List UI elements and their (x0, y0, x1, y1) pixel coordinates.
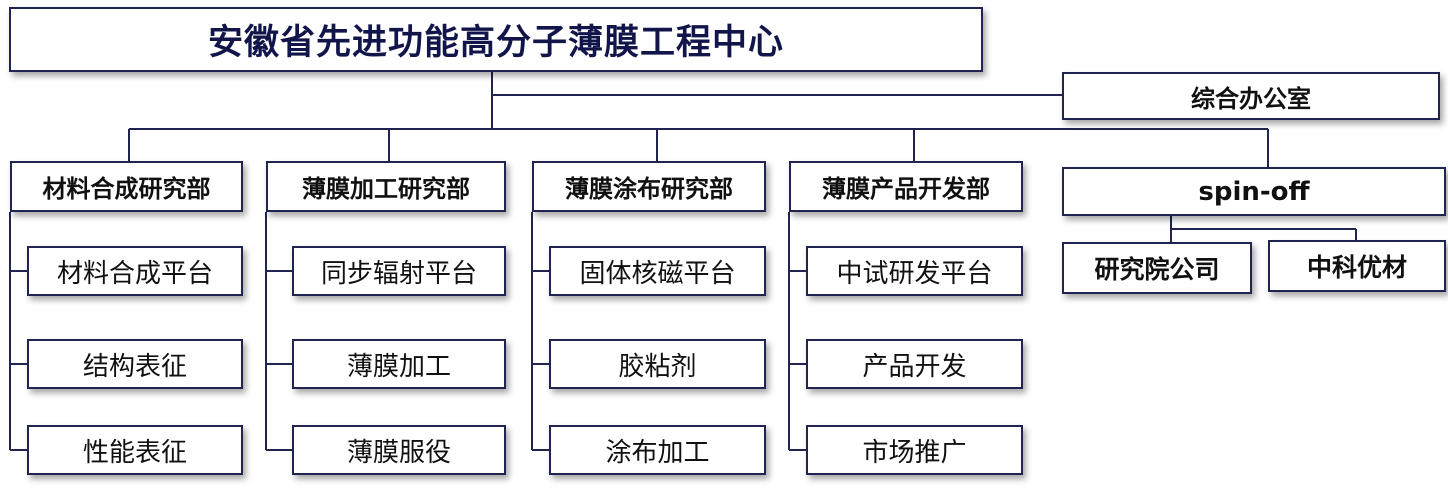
dept-item: 胶粘剂 (549, 339, 766, 389)
center-title: 安徽省先进功能高分子薄膜工程中心 (207, 23, 784, 63)
center-title-box: 安徽省先进功能高分子薄膜工程中心 (9, 7, 983, 72)
dept-head-label: 薄膜产品开发部 (822, 175, 990, 203)
company-box: 中科优材 (1268, 240, 1446, 292)
dept-item: 结构表征 (27, 339, 243, 389)
dept-head-product-development: 薄膜产品开发部 (789, 161, 1023, 212)
dept-head-label: 材料合成研究部 (42, 175, 211, 203)
dept-head-materials-synthesis: 材料合成研究部 (10, 161, 243, 212)
dept-item: 材料合成平台 (27, 246, 243, 296)
dept-item-label: 同步辐射平台 (320, 258, 477, 289)
dept-head-film-coating: 薄膜涂布研究部 (532, 161, 766, 212)
dept-head-label: 薄膜加工研究部 (302, 175, 470, 203)
company-label: 研究院公司 (1094, 255, 1220, 284)
dept-item-label: 薄膜服役 (346, 437, 451, 468)
office-box: 综合办公室 (1062, 72, 1440, 120)
dept-item-label: 胶粘剂 (618, 351, 697, 382)
dept-item-label: 产品开发 (862, 351, 967, 382)
dept-item: 固体核磁平台 (549, 246, 766, 296)
company-label: 中科优材 (1306, 253, 1407, 282)
dept-item: 性能表征 (27, 425, 243, 475)
company-box: 研究院公司 (1062, 242, 1252, 294)
dept-item-label: 涂布加工 (605, 437, 710, 468)
dept-item-label: 市场推广 (862, 437, 967, 468)
spinoff-box: spin-off (1062, 167, 1446, 216)
dept-item: 中试研发平台 (806, 246, 1023, 296)
dept-head-film-processing: 薄膜加工研究部 (266, 161, 506, 212)
dept-item-label: 结构表征 (82, 351, 187, 382)
spinoff-label: spin-off (1198, 176, 1310, 207)
dept-item: 薄膜服役 (292, 425, 506, 475)
dept-item-label: 性能表征 (82, 437, 187, 468)
office-label: 综合办公室 (1191, 84, 1311, 113)
dept-item: 产品开发 (806, 339, 1023, 389)
dept-item-label: 固体核磁平台 (579, 258, 736, 289)
dept-item-label: 中试研发平台 (836, 258, 993, 289)
dept-item: 市场推广 (806, 425, 1023, 475)
dept-item: 薄膜加工 (292, 339, 506, 389)
dept-item-label: 薄膜加工 (346, 351, 451, 382)
dept-item-label: 材料合成平台 (56, 258, 213, 289)
dept-item: 同步辐射平台 (292, 246, 506, 296)
dept-item: 涂布加工 (549, 425, 766, 475)
dept-head-label: 薄膜涂布研究部 (565, 175, 733, 203)
